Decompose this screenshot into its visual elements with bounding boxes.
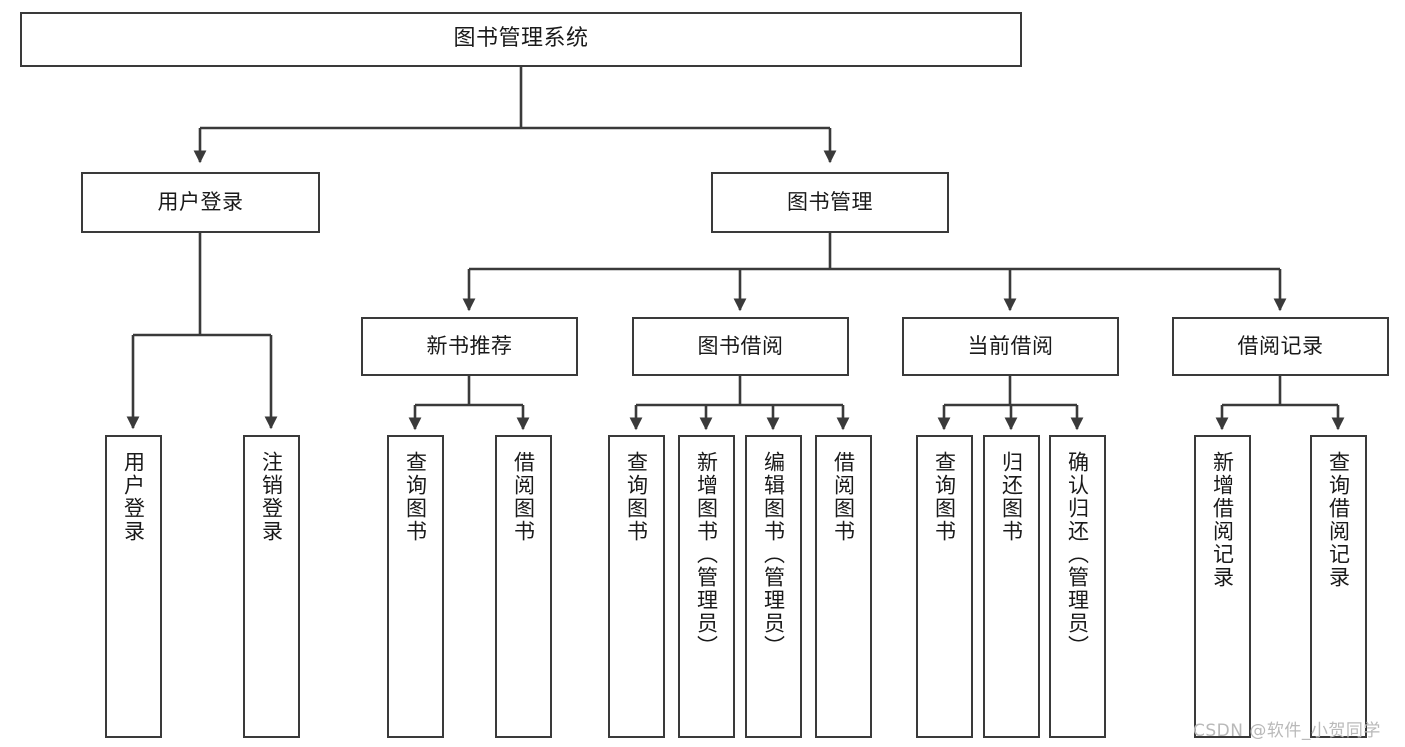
leaf-label: 新增借阅记录: [1210, 451, 1235, 589]
leaf-book-borrow-edit[interactable]: 编辑图书（管理员）: [745, 435, 802, 738]
watermark-text: CSDN @软件_小贺同学: [1193, 721, 1381, 741]
leaf-label: 编辑图书（管理员）: [761, 451, 786, 658]
leaf-current-borrow-return[interactable]: 归还图书: [983, 435, 1040, 738]
leaf-new-book-borrow[interactable]: 借阅图书: [495, 435, 552, 738]
leaf-label: 新增图书（管理员）: [694, 451, 719, 658]
leaf-user-login-login[interactable]: 用户登录: [105, 435, 162, 738]
node-new-book-recommend[interactable]: 新书推荐: [361, 317, 578, 376]
leaf-current-borrow-query[interactable]: 查询图书: [916, 435, 973, 738]
leaf-label: 用户登录: [121, 451, 146, 543]
leaf-book-borrow-add[interactable]: 新增图书（管理员）: [678, 435, 735, 738]
leaf-book-borrow-query[interactable]: 查询图书: [608, 435, 665, 738]
leaf-label: 归还图书: [999, 451, 1024, 543]
leaf-label: 查询借阅记录: [1326, 451, 1351, 589]
node-new-book-recommend-label: 新书推荐: [426, 333, 513, 358]
node-borrow-record[interactable]: 借阅记录: [1172, 317, 1389, 376]
leaf-new-book-query[interactable]: 查询图书: [387, 435, 444, 738]
leaf-label: 借阅图书: [831, 451, 856, 543]
node-current-borrow[interactable]: 当前借阅: [902, 317, 1119, 376]
leaf-user-login-logout[interactable]: 注销登录: [243, 435, 300, 738]
leaf-borrow-record-add[interactable]: 新增借阅记录: [1194, 435, 1251, 738]
node-root-label: 图书管理系统: [453, 26, 589, 52]
leaf-label: 查询图书: [403, 451, 428, 543]
node-root[interactable]: 图书管理系统: [20, 12, 1022, 67]
leaf-label: 查询图书: [624, 451, 649, 543]
node-user-login[interactable]: 用户登录: [81, 172, 320, 233]
leaf-label: 借阅图书: [511, 451, 536, 543]
node-book-borrow[interactable]: 图书借阅: [632, 317, 849, 376]
leaf-label: 查询图书: [932, 451, 957, 543]
leaf-label: 确认归还（管理员）: [1065, 451, 1090, 658]
leaf-label: 注销登录: [259, 451, 284, 543]
node-borrow-record-label: 借阅记录: [1237, 333, 1324, 358]
node-book-management[interactable]: 图书管理: [711, 172, 949, 233]
node-user-login-label: 用户登录: [157, 189, 244, 214]
node-current-borrow-label: 当前借阅: [967, 333, 1054, 358]
node-book-management-label: 图书管理: [787, 189, 873, 214]
leaf-book-borrow-borrow[interactable]: 借阅图书: [815, 435, 872, 738]
leaf-current-borrow-confirm-return[interactable]: 确认归还（管理员）: [1049, 435, 1106, 738]
node-book-borrow-label: 图书借阅: [697, 333, 784, 358]
leaf-borrow-record-query[interactable]: 查询借阅记录: [1310, 435, 1367, 738]
